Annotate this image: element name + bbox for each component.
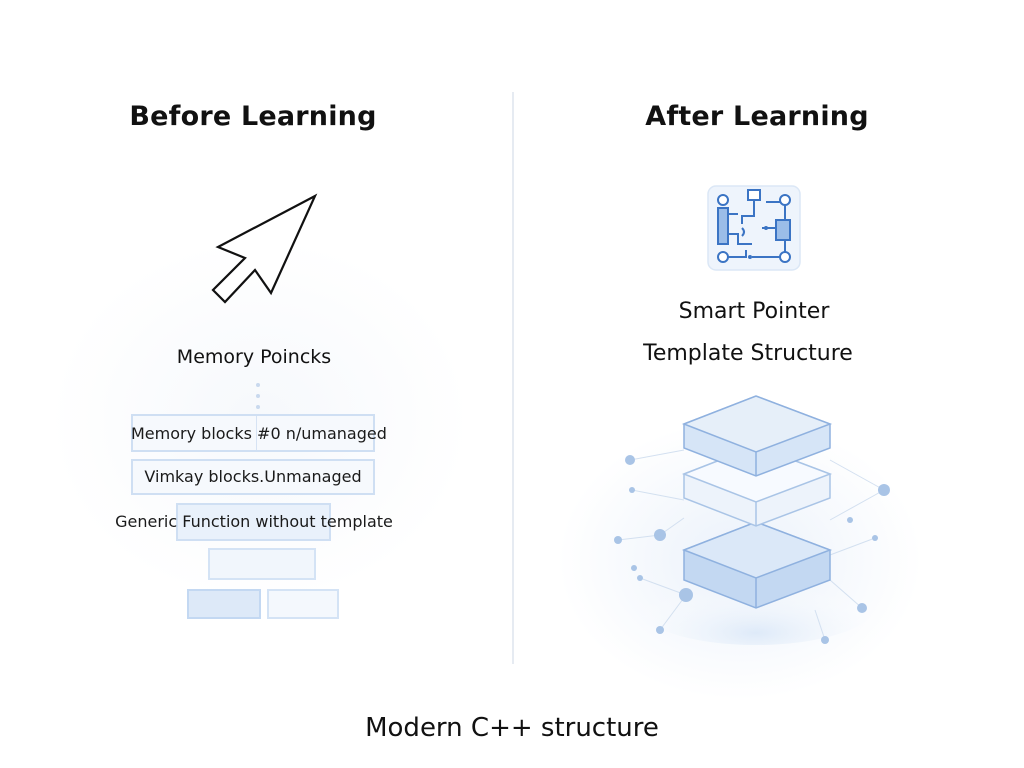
memory-block-box-5 (187, 589, 261, 619)
memory-block-divider (256, 416, 257, 450)
memory-block-label-1: Memory blocks #0 n/umanaged (131, 424, 387, 443)
template-structure-label: Template Structure (643, 341, 853, 366)
memory-block-box-2 (131, 459, 375, 495)
memory-block-label-2: Vimkay blocks.Unmanaged (144, 467, 362, 486)
smart-pointer-label: Smart Pointer (678, 299, 830, 324)
memory-block-box-4 (208, 548, 316, 580)
after-heading: After Learning (645, 101, 869, 132)
footer-caption: Modern C++ structure (365, 713, 659, 743)
generic-function-label: Generic Function without template (115, 512, 393, 531)
connector-dot (256, 394, 260, 398)
circuit-board-icon (707, 185, 801, 271)
memory-pointers-label: Memory Poincks (176, 346, 332, 368)
generic-function-box (176, 503, 331, 541)
connector-dot (256, 383, 260, 387)
memory-block-box-1 (131, 414, 375, 452)
raw-pointer-arrow-icon (211, 193, 318, 304)
center-divider (512, 92, 514, 664)
connector-dot (256, 405, 260, 409)
before-heading: Before Learning (129, 101, 377, 132)
memory-block-box-6 (267, 589, 339, 619)
layered-stack-icon (614, 395, 890, 645)
